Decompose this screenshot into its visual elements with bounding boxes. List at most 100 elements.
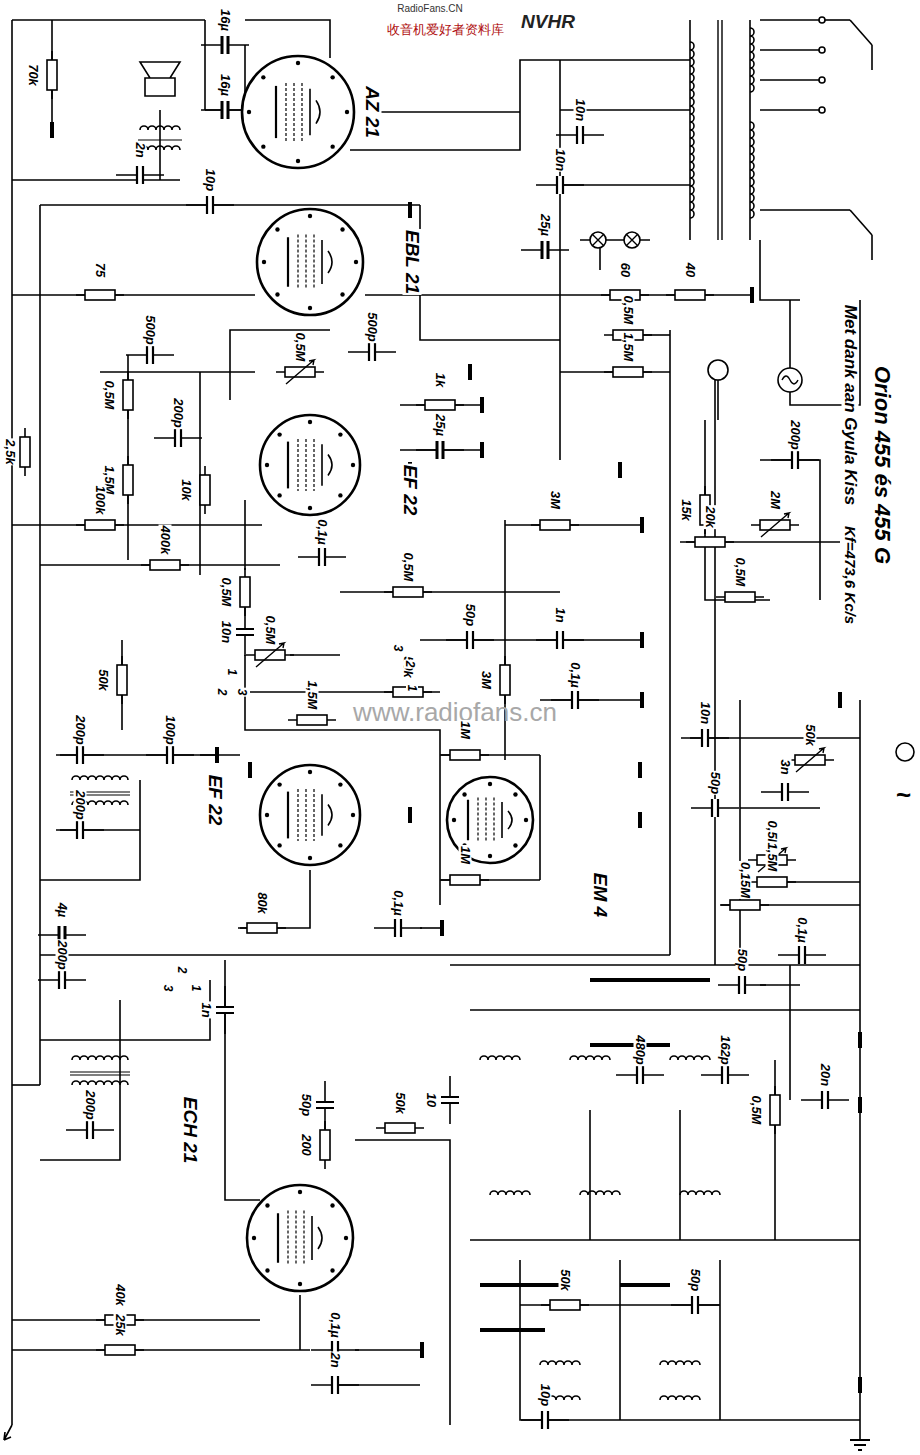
wire — [480, 1283, 560, 1287]
resistor-symbol — [85, 290, 115, 300]
tube-grid — [477, 798, 478, 843]
speaker-symbol — [140, 62, 180, 96]
wire — [225, 960, 260, 1200]
switch-position: 3 — [392, 644, 404, 653]
wire — [240, 870, 310, 928]
wire — [721, 20, 722, 240]
component-value: 162p — [719, 1034, 732, 1066]
capacitor-symbol — [792, 451, 798, 469]
tube-pin — [308, 420, 312, 424]
component-value: 1k — [434, 372, 447, 388]
wire — [774, 1060, 776, 1240]
resistor-symbol — [150, 560, 180, 570]
component-value: 3n — [779, 758, 792, 775]
tube-pin — [462, 792, 466, 796]
component-value: 0,5M — [220, 577, 233, 608]
tube-grid — [297, 235, 298, 290]
component-value: 20k — [704, 505, 717, 529]
wire — [470, 1239, 860, 1241]
tube-type-label: ECH 21 — [181, 1096, 200, 1165]
tube-pin — [252, 1236, 256, 1240]
component-value: 2n — [134, 141, 147, 158]
switch-position: 1 — [406, 684, 418, 693]
wire — [420, 639, 640, 641]
wire — [12, 1349, 310, 1351]
capacitor-gap — [207, 196, 213, 214]
wire — [739, 700, 741, 960]
resistor-symbol — [247, 923, 277, 933]
ground-symbol — [215, 747, 219, 763]
capacitor-gap — [222, 101, 228, 119]
ground-symbol — [640, 692, 644, 708]
capacitor-gap — [702, 729, 708, 747]
wire — [859, 700, 861, 960]
capacitor-gap — [722, 1066, 728, 1084]
switch-position: 2 — [176, 966, 188, 975]
wire — [719, 1260, 721, 1420]
resistor-symbol — [730, 900, 760, 910]
component-value: 20n — [819, 1063, 832, 1087]
component-value: 80k — [256, 891, 269, 915]
tube-cathode — [310, 89, 320, 135]
switch-position: 3 — [236, 688, 248, 697]
capacitor-gap — [59, 971, 65, 989]
component-value: 10k — [180, 478, 193, 502]
tube-pin — [261, 75, 265, 79]
tube-pin — [298, 1282, 302, 1286]
tube-type-label: EF 22 — [401, 464, 420, 517]
resistor-symbol — [675, 290, 705, 300]
capacitor-gap — [712, 799, 718, 817]
component-value: 50p — [736, 948, 749, 972]
capacitor-gap — [316, 1102, 334, 1108]
resistor-symbol — [123, 465, 133, 495]
tube-pin — [340, 227, 344, 231]
ground-symbol — [838, 692, 842, 708]
wire — [760, 109, 820, 111]
wire — [520, 1260, 860, 1420]
capacitor-gap — [216, 1007, 234, 1013]
capacitor-gap — [692, 1296, 698, 1314]
component-value: 0,5M — [402, 552, 415, 583]
wire — [380, 111, 520, 113]
resistor-symbol — [85, 520, 115, 530]
tube-pin — [262, 260, 266, 264]
tube-pin — [265, 1203, 269, 1207]
ground-symbol — [858, 1032, 862, 1048]
wire — [760, 19, 820, 21]
component-value: 50p — [689, 1268, 702, 1292]
wire — [420, 927, 440, 929]
component-value: 50p — [300, 1093, 313, 1117]
tube-grid — [305, 439, 306, 491]
capacitor-symbol — [739, 976, 745, 994]
coil-symbol — [670, 1056, 710, 1060]
ground-symbol — [468, 364, 472, 380]
capacitor-gap — [395, 919, 401, 937]
capacitor-symbol — [712, 799, 718, 817]
tube-pin — [488, 782, 492, 786]
capacitor-gap — [167, 746, 173, 764]
tube-outline — [247, 1185, 353, 1291]
tube-grid — [287, 1211, 288, 1266]
resistor-symbol — [123, 380, 133, 410]
ground-symbol — [440, 920, 444, 936]
tube-pin — [277, 843, 281, 847]
tube-pin — [452, 818, 456, 822]
capacitor-symbol — [557, 631, 563, 649]
capacitor-symbol — [167, 746, 173, 764]
component-value: 480p — [634, 1034, 647, 1066]
coil-symbol — [72, 776, 128, 780]
capacitor-gap — [557, 176, 563, 194]
wire — [340, 591, 560, 593]
resistor-symbol — [105, 1345, 135, 1355]
ground-symbol — [638, 762, 642, 778]
tube-pin — [330, 1203, 334, 1207]
capacitor-gap — [782, 783, 788, 801]
switch-position: 3 — [162, 984, 174, 993]
tube-outline — [242, 56, 354, 168]
annotation-text: ~ — [894, 782, 911, 808]
tube-grid — [305, 789, 306, 841]
component-value: 0,5M — [734, 557, 747, 588]
tube-pin — [338, 782, 342, 786]
wire — [12, 1084, 40, 1086]
coil-symbol — [540, 1361, 580, 1365]
